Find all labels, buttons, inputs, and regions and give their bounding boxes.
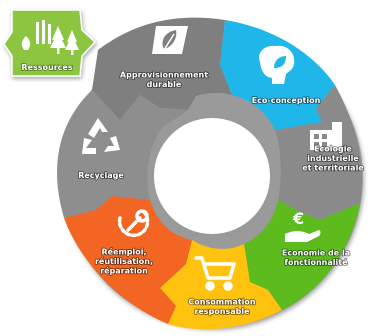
- segment-label-line: fonctionnalité: [285, 257, 349, 267]
- segment-approvisionnement[interactable]: [92, 17, 232, 120]
- segment-label-line: Consommation: [188, 297, 255, 306]
- recycle-icon: [82, 118, 120, 154]
- segment-label-line: Ecologie: [314, 145, 352, 154]
- segment-label-line: Recyclage: [78, 171, 124, 180]
- segment-label-line: Economie de la: [282, 248, 350, 257]
- ressources-label: Ressources: [21, 63, 72, 72]
- segment-reemploi[interactable]: [64, 196, 192, 324]
- ressources-badge[interactable]: Ressources: [3, 9, 97, 77]
- label-eco-conception: Eco-conception: [252, 96, 321, 105]
- segment-label-line: responsable: [194, 307, 250, 316]
- segment-label-line: Réemploi,: [101, 247, 146, 257]
- euro-hand-icon: €: [285, 209, 321, 242]
- segment-economie[interactable]: [244, 200, 360, 310]
- leaf-icon: [152, 26, 188, 54]
- segment-label-line: Approvisionnement: [120, 70, 208, 79]
- segment-label-line: et territoriale: [302, 164, 364, 173]
- segment-label-line: réparation: [100, 266, 148, 276]
- brain-leaf-icon: [259, 45, 295, 84]
- label-recyclage: Recyclage: [78, 171, 124, 180]
- shopping-cart-icon: [194, 256, 236, 291]
- segment-recyclage[interactable]: [57, 90, 189, 218]
- segment-ecologie[interactable]: [275, 85, 362, 220]
- factory-icon: [310, 122, 342, 150]
- label-reemploi: Réemploi,réutilisation,réparation: [95, 247, 153, 276]
- segment-label-line: Eco-conception: [252, 96, 321, 105]
- wrench-icon: [117, 209, 150, 238]
- segments-group: [57, 17, 362, 330]
- center-hole: [154, 118, 270, 234]
- svg-text:€: €: [292, 209, 304, 228]
- segment-label-line: durable: [147, 80, 182, 89]
- segment-label-line: industrielle: [307, 154, 359, 163]
- segment-label-line: réutilisation,: [95, 256, 153, 266]
- segment-consommation[interactable]: [160, 240, 282, 330]
- nature-resources-icon: [21, 20, 79, 55]
